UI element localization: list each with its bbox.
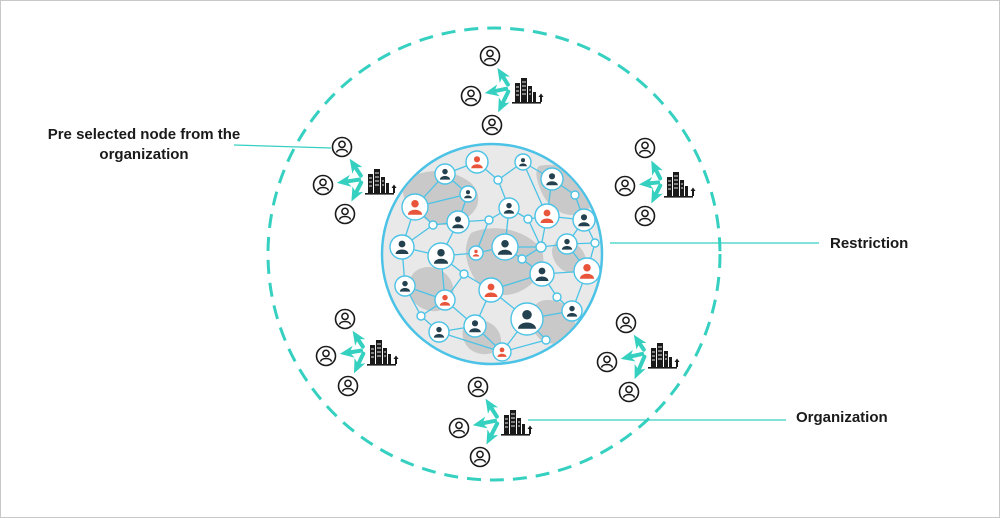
person-icon	[615, 312, 637, 334]
highlighted-user-node-icon	[478, 277, 504, 303]
user-node-icon	[446, 210, 470, 234]
teal-arrow-icon	[633, 334, 647, 352]
person-icon	[614, 175, 636, 197]
user-node-icon	[572, 208, 596, 232]
network-junction	[523, 214, 533, 224]
highlighted-user-node-icon	[468, 245, 484, 261]
user-node-icon	[389, 234, 415, 260]
network-junction	[590, 238, 600, 248]
office-building-icon	[364, 168, 397, 196]
network-junction	[484, 215, 494, 225]
user-node-icon	[514, 153, 532, 171]
highlighted-user-node-icon	[534, 203, 560, 229]
person-icon	[634, 205, 656, 227]
user-node-icon	[434, 163, 456, 185]
office-building-icon	[647, 342, 680, 370]
user-node-icon	[428, 321, 450, 343]
organization-cluster	[596, 312, 680, 403]
teal-arrow-icon	[339, 345, 364, 358]
person-icon	[634, 137, 656, 159]
teal-arrow-icon	[651, 160, 663, 181]
network-junction	[493, 175, 503, 185]
user-node-icon	[491, 233, 519, 261]
user-node-icon	[427, 242, 455, 270]
teal-arrow-icon	[498, 89, 511, 113]
person-icon	[596, 351, 618, 373]
person-icon	[479, 45, 501, 67]
restriction-boundary	[266, 26, 722, 482]
organization-cluster	[312, 136, 397, 225]
network-junction	[570, 190, 580, 200]
network-junction	[517, 254, 527, 264]
person-icon	[618, 381, 640, 403]
teal-arrow-icon	[336, 174, 362, 187]
teal-arrow-icon	[472, 416, 498, 429]
organization-cluster	[614, 137, 696, 227]
office-building-icon	[511, 77, 544, 105]
network-junction	[541, 335, 551, 345]
network-junction	[535, 241, 547, 253]
person-icon	[469, 446, 491, 468]
user-node-icon	[556, 233, 578, 255]
network-junction	[428, 220, 438, 230]
teal-arrow-icon	[349, 158, 363, 178]
person-icon	[312, 174, 334, 196]
network-link	[438, 331, 503, 353]
user-node-icon	[498, 197, 520, 219]
office-building-icon	[663, 171, 696, 199]
person-icon	[460, 85, 482, 107]
user-node-icon	[529, 261, 555, 287]
teal-arrow-icon	[485, 398, 499, 419]
teal-arrow-icon	[353, 351, 366, 374]
highlighted-user-node-icon	[573, 257, 601, 285]
organization-cluster	[460, 45, 544, 136]
restriction-label: Restriction	[830, 235, 909, 252]
teal-arrow-icon	[620, 349, 645, 362]
user-node-icon	[510, 302, 544, 336]
preselected-person-icon	[331, 136, 353, 158]
teal-arrow-icon	[638, 177, 661, 189]
highlighted-user-node-icon	[465, 150, 489, 174]
highlighted-user-node-icon	[401, 193, 429, 221]
organization-label: Organization	[796, 409, 888, 426]
preselected-leader-line	[233, 144, 332, 149]
person-icon	[481, 114, 503, 136]
user-node-icon	[463, 314, 487, 338]
preselected-node-label: Pre selected node from the organization	[47, 126, 241, 163]
network-junction	[552, 292, 562, 302]
teal-arrow-icon	[351, 180, 364, 202]
person-icon	[334, 308, 356, 330]
network-globe	[380, 142, 604, 366]
highlighted-user-node-icon	[434, 289, 456, 311]
organization-cluster	[448, 376, 533, 468]
teal-arrow-icon	[352, 330, 366, 349]
person-icon	[337, 375, 359, 397]
person-icon	[467, 376, 489, 398]
office-building-icon	[500, 409, 533, 437]
teal-arrow-icon	[486, 421, 500, 445]
network-junction	[459, 269, 469, 279]
teal-arrow-icon	[484, 84, 509, 97]
user-node-icon	[394, 275, 416, 297]
user-node-icon	[540, 167, 564, 191]
organization-cluster	[315, 308, 399, 397]
person-icon	[315, 345, 337, 367]
office-building-icon	[366, 339, 399, 367]
teal-arrow-icon	[651, 183, 663, 204]
teal-arrow-icon	[634, 354, 647, 380]
person-icon	[334, 203, 356, 225]
user-node-icon	[459, 185, 477, 203]
teal-arrow-icon	[497, 67, 510, 87]
user-node-icon	[561, 300, 583, 322]
highlighted-user-node-icon	[492, 342, 512, 362]
person-icon	[448, 417, 470, 439]
network-junction	[416, 311, 426, 321]
